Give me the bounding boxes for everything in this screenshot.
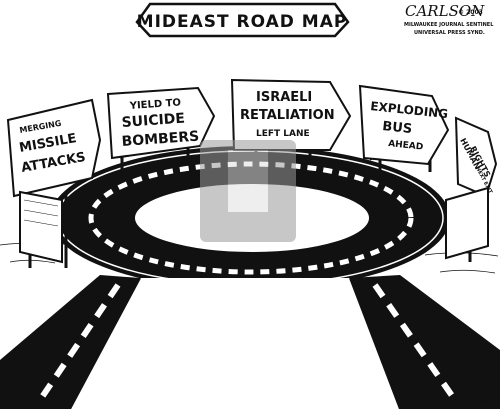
sign-3-line-3: LEFT LANE — [256, 129, 310, 139]
sign-back-panel-left — [19, 190, 63, 264]
sign-2-line-3: BOMBERS — [121, 129, 200, 150]
sign-2-line-1: YIELD TO — [128, 97, 181, 112]
sign-human-rights: HUMAN RIGHTS NEXT EXIT — [454, 116, 498, 262]
sign-exploding-bus-ahead: EXPLODING BUS AHEAD — [358, 84, 450, 178]
sign-yield-to-suicide-bombers: YIELD TO SUICIDE BOMBERS — [106, 86, 216, 170]
sign-4-line-3: AHEAD — [388, 139, 424, 153]
sign-back-panel-right — [445, 186, 489, 260]
exit-roads — [0, 275, 500, 409]
sign-2-line-2: SUICIDE — [121, 111, 185, 131]
title-banner: MIDEAST ROAD MAP — [135, 2, 350, 38]
credit-line-syndicate: UNIVERSAL PRESS SYND. — [414, 30, 485, 36]
credit-line-paper: MILWAUKEE JOURNAL SENTINEL — [404, 22, 494, 28]
signature-block: CARLSON © 2003 MILWAUKEE JOURNAL SENTINE… — [404, 2, 494, 36]
sign-4-line-2: BUS — [382, 119, 413, 137]
sign-merging-missile-attacks: MERGING MISSILE ATTACKS — [6, 98, 102, 268]
copyright-mark: © 2003 — [458, 9, 483, 16]
roundabout — [50, 146, 450, 290]
cartoon-title: MIDEAST ROAD MAP — [137, 12, 348, 32]
sign-3-line-1: ISRAELI — [256, 90, 312, 105]
date-mark: 6/11 — [480, 399, 495, 406]
artist-signature: CARLSON — [405, 2, 485, 20]
sign-3-line-2: RETALIATION — [240, 108, 335, 123]
watermark — [200, 140, 296, 242]
sign-israeli-retaliation: ISRAELI RETALIATION LEFT LANE — [230, 78, 352, 160]
